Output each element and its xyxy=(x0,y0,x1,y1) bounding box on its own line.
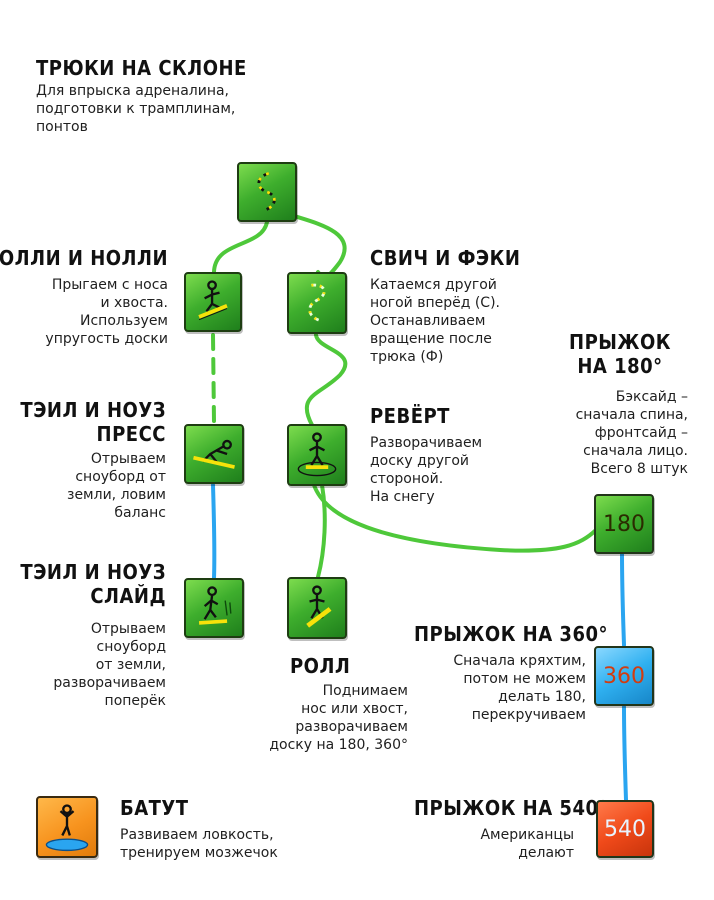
j180-title: ПРЫЖОК НА 180° xyxy=(569,330,671,378)
slalom-path-icon xyxy=(257,171,276,213)
roll-description: Поднимаем нос или хвост, разворачиваем д… xyxy=(269,683,408,753)
olli-title: ОЛЛИ И НОЛЛИ xyxy=(0,246,168,270)
batut-description: Развиваем ловкость, тренируем мозжечок xyxy=(120,827,278,861)
press-title: ТЭИЛ И НОУЗ ПРЕСС xyxy=(20,398,166,446)
link-180-to-360 xyxy=(620,551,626,647)
slide-description: Отрываем сноуборд от земли, разворачивае… xyxy=(53,621,166,709)
slide-tile[interactable] xyxy=(184,578,244,638)
j360-description: Сначала кряхтим, потом не можем делать 1… xyxy=(453,653,586,723)
batut-title: БАТУТ xyxy=(120,796,189,820)
page-title: ТРЮКИ НА СКЛОНЕ xyxy=(36,56,247,80)
j540-title: ПРЫЖОК НА 540° xyxy=(414,796,608,820)
link-360-to-540 xyxy=(622,705,628,802)
root-tile[interactable] xyxy=(237,162,297,222)
olli-tile[interactable] xyxy=(184,272,242,332)
slide-rider-icon xyxy=(198,586,232,625)
page-subtitle: Для впрыска адреналина, подготовки к тра… xyxy=(36,83,236,135)
j540-tile[interactable]: 540 xyxy=(596,800,654,858)
j180-tile[interactable]: 180 xyxy=(594,494,654,554)
press-tile[interactable] xyxy=(184,424,244,484)
revert-description: Разворачиваем доску другой стороной. На … xyxy=(370,435,483,505)
j360-tile[interactable]: 360 xyxy=(594,646,654,706)
trampoline-jumper-icon xyxy=(45,804,89,852)
link-olli-to-press xyxy=(211,333,216,424)
roll-tile[interactable] xyxy=(287,577,347,639)
ollie-rider-icon xyxy=(198,280,228,321)
revert-tile[interactable] xyxy=(287,424,347,486)
switch-path-icon xyxy=(308,283,326,323)
press-description: Отрываем сноуборд от земли, ловим баланс xyxy=(67,451,166,521)
press-rider-icon xyxy=(193,439,235,469)
j540-description: Американцы делают xyxy=(480,827,574,861)
link-press-to-slide xyxy=(211,483,217,580)
switch-description: Катаемся другой ногой вперёд (С). Остана… xyxy=(370,277,500,365)
link-switch-to-revert xyxy=(304,333,348,427)
revert-title: РЕВЁРТ xyxy=(370,404,450,428)
link-root-to-olli xyxy=(212,220,269,274)
revert-rider-icon xyxy=(297,432,337,477)
j180-description: Бэксайд – сначала спина, фронтсайд – сна… xyxy=(575,389,688,477)
slide-title: ТЭИЛ И НОУЗ СЛАЙД xyxy=(20,560,166,608)
switch-title: СВИЧ И ФЭКИ xyxy=(370,246,521,270)
roll-rider-icon xyxy=(306,585,332,628)
roll-title: РОЛЛ xyxy=(290,654,351,678)
switch-tile[interactable] xyxy=(287,272,347,334)
j360-title: ПРЫЖОК НА 360° xyxy=(414,622,608,646)
link-root-to-switch xyxy=(283,211,347,279)
olli-description: Прыгаем с носа и хвоста. Используем упру… xyxy=(45,277,168,347)
batut-tile[interactable] xyxy=(36,796,98,858)
link-revert-to-roll xyxy=(316,483,327,579)
